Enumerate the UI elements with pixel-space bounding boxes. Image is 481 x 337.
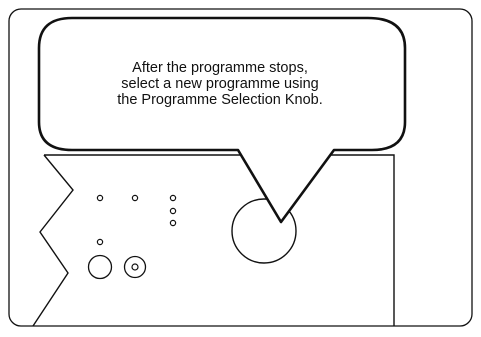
control-panel-outline [32,154,395,327]
instruction-line-2: select a new programme using [121,76,319,92]
start-button-outer [123,255,147,279]
instruction-text: After the programme stops, select a new … [60,60,380,108]
indicator-light-1 [96,194,104,202]
start-button-inner [131,263,139,271]
indicator-light-3 [169,194,177,202]
indicator-light-4 [169,207,177,215]
indicator-light-5 [169,219,177,227]
speech-bubble [37,16,407,224]
indicator-light-6 [96,238,104,246]
on-off-button [87,254,113,280]
instruction-line-3: the Programme Selection Knob. [117,92,323,108]
indicator-light-2 [131,194,139,202]
instruction-line-1: After the programme stops, [132,60,308,76]
